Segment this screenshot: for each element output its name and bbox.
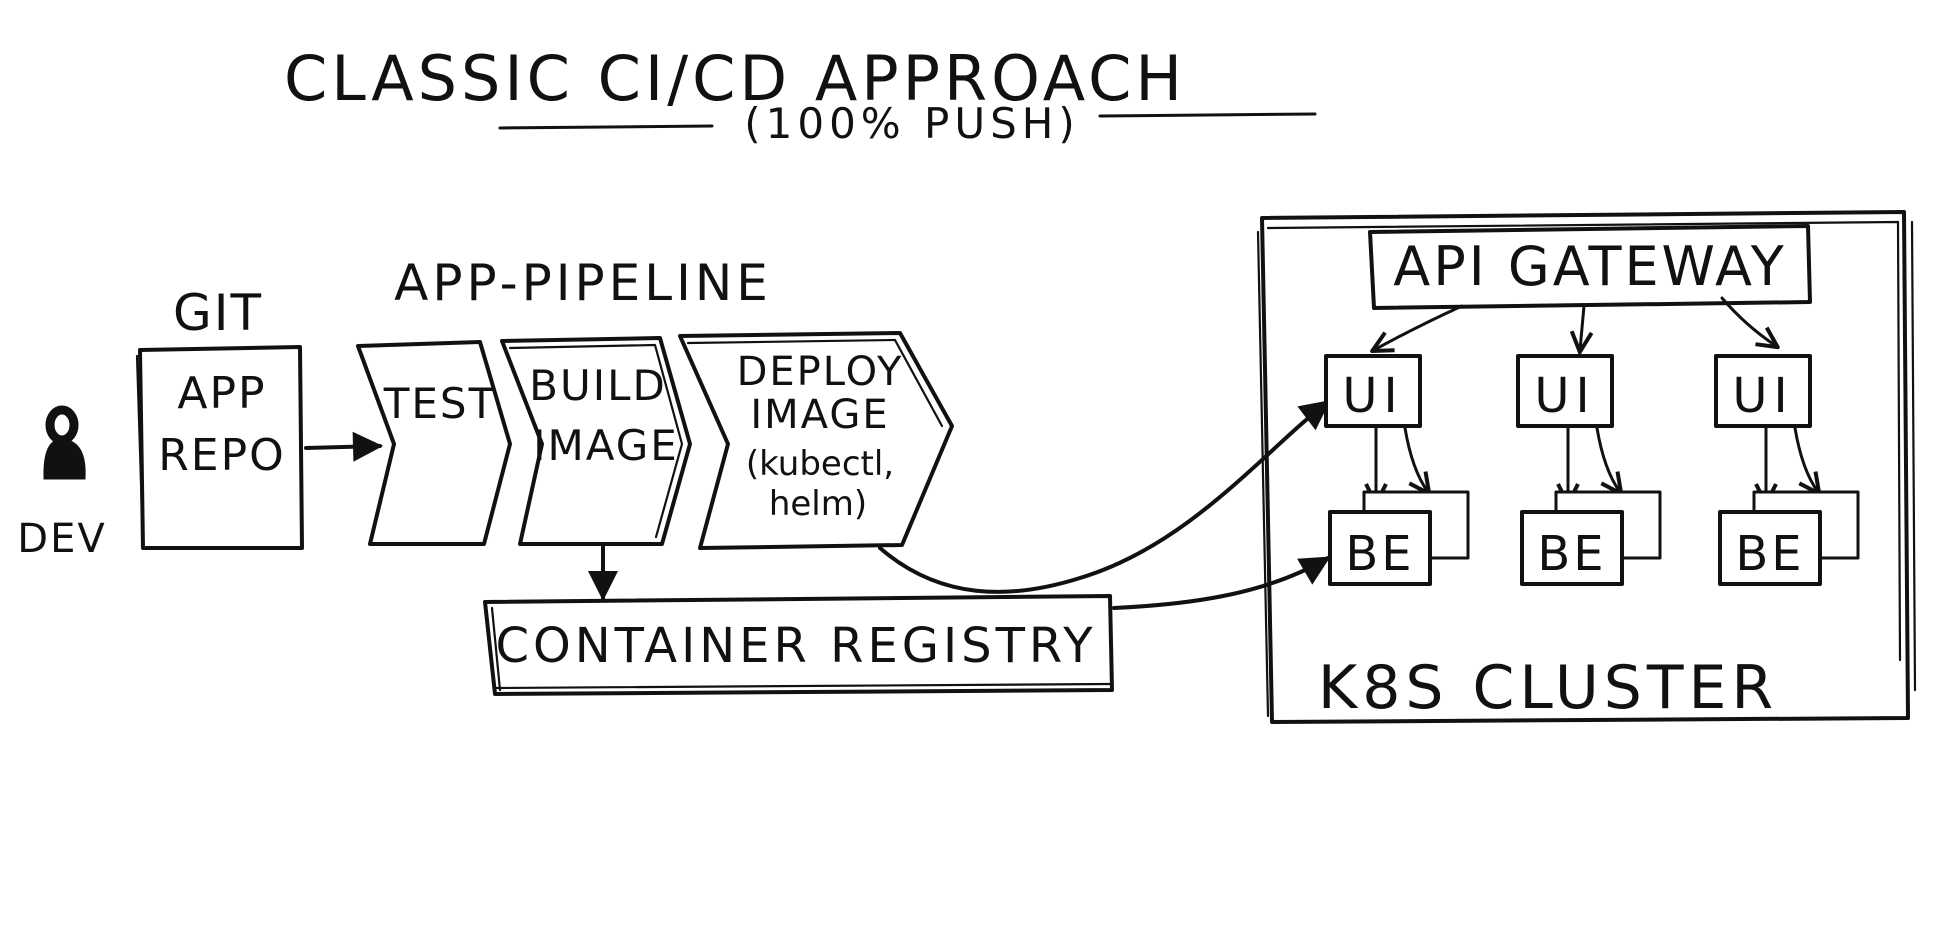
pipeline-label: APP-PIPELINE bbox=[394, 254, 772, 312]
service-column-1: UI BE bbox=[1324, 354, 1470, 586]
developer-person-icon bbox=[43, 405, 86, 480]
api-gateway-box: API GATEWAY bbox=[1368, 224, 1812, 310]
ui-label-3: UI bbox=[1732, 368, 1793, 424]
k8s-cluster-label: K8S CLUSTER bbox=[1318, 653, 1778, 723]
stage-build-line1: BUILD bbox=[529, 361, 667, 410]
app-repo-line2: REPO bbox=[158, 430, 286, 481]
registry-to-be-arrow bbox=[1112, 556, 1331, 610]
stage-deploy-line3: (kubectl, bbox=[746, 444, 894, 484]
be-box-2 bbox=[1520, 510, 1624, 586]
stage-test-label: TEST bbox=[383, 379, 497, 428]
gateway-to-ui-3-arrow bbox=[1720, 296, 1776, 346]
pipeline-stage-build-image: BUILD IMAGE bbox=[500, 336, 692, 546]
container-registry-box: CONTAINER REGISTRY bbox=[483, 594, 1114, 696]
diagram-subtitle: (100% PUSH) bbox=[744, 99, 1080, 148]
ui-label-1: UI bbox=[1342, 368, 1403, 424]
deploy-to-ui-arrow bbox=[878, 400, 1331, 594]
be-label-2: BE bbox=[1537, 526, 1606, 582]
k8s-cluster-box: K8S CLUSTER bbox=[1256, 210, 1917, 724]
container-registry-label: CONTAINER REGISTRY bbox=[495, 618, 1096, 674]
stage-build-line2: IMAGE bbox=[533, 421, 679, 470]
be-label-1: BE bbox=[1345, 526, 1414, 582]
stage-deploy-line1: DEPLOY bbox=[737, 349, 904, 395]
gateway-to-ui-2-arrow bbox=[1580, 304, 1584, 350]
stage-deploy-line4: helm) bbox=[769, 484, 867, 524]
ui-box-2 bbox=[1516, 354, 1614, 428]
pipeline-stage-test: TEST bbox=[356, 340, 512, 546]
dev-label: DEV bbox=[17, 516, 106, 562]
ui-box-1 bbox=[1324, 354, 1422, 428]
pipeline-stage-deploy-image: DEPLOY IMAGE (kubectl, helm) bbox=[678, 331, 954, 550]
be-box-1 bbox=[1328, 510, 1432, 586]
service-column-3: UI BE bbox=[1714, 354, 1860, 586]
be-box-3 bbox=[1718, 510, 1822, 586]
repo-to-pipeline-arrow bbox=[304, 431, 383, 462]
service-column-2: UI BE bbox=[1516, 354, 1662, 586]
stage-deploy-line2: IMAGE bbox=[750, 392, 889, 438]
api-gateway-label: API GATEWAY bbox=[1393, 235, 1786, 298]
app-repo-line1: APP bbox=[177, 368, 266, 419]
be-label-3: BE bbox=[1735, 526, 1804, 582]
ui-box-3 bbox=[1714, 354, 1812, 428]
gateway-to-ui-1-arrow bbox=[1374, 304, 1464, 350]
diagram-title: CLASSIC CI/CD APPROACH bbox=[284, 42, 1186, 115]
git-label: GIT bbox=[173, 284, 263, 342]
ui-label-2: UI bbox=[1534, 368, 1595, 424]
app-repo-box: APP REPO bbox=[135, 345, 304, 550]
